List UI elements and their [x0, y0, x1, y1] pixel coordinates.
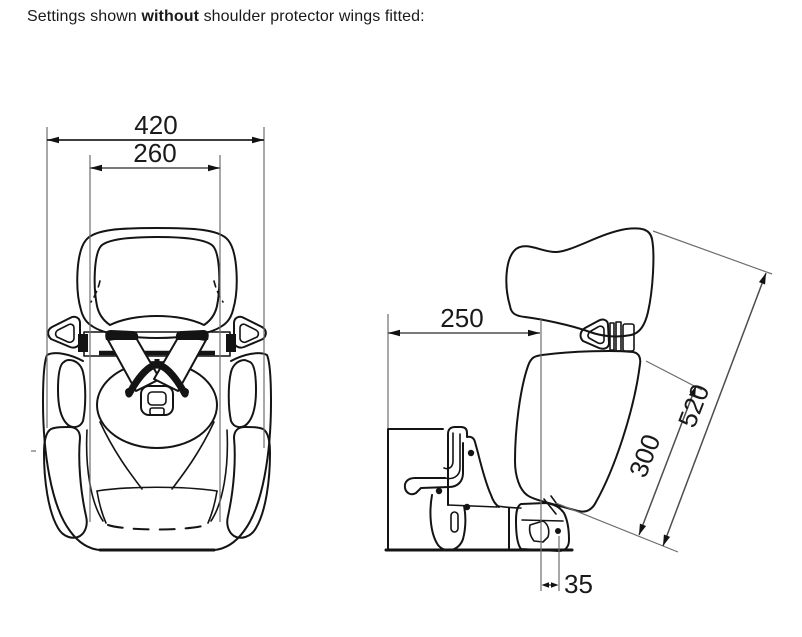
arrowhead: [252, 136, 264, 144]
side-belt-guide-inner: [587, 325, 605, 345]
side-latch-slot-outer: [444, 433, 461, 480]
arrowhead: [758, 273, 766, 285]
arrowhead: [663, 534, 671, 546]
front-headrest-cushion: [93, 236, 221, 326]
arrowhead: [688, 386, 696, 398]
front-belt-guide-left-inner: [54, 323, 75, 344]
front-band-clamp-right: [226, 334, 236, 352]
front-strap-cap-left: [105, 330, 139, 340]
front-buckle-body: [140, 385, 174, 416]
front-cushion-front-edge: [96, 486, 218, 492]
front-cushion-divider-right: [171, 421, 215, 490]
front-belt-guide-right-inner: [239, 323, 260, 344]
front-cushion-divider-left: [99, 421, 143, 490]
side-latch-slot-inner: [443, 432, 454, 470]
front-cushion-side-left: [96, 490, 107, 524]
ext-line-seat-bottom: [555, 502, 679, 553]
caption-note: Settings shown without shoulder protecto…: [27, 8, 425, 26]
front-bolster-right: [227, 359, 257, 429]
front-belt-guide-right: [233, 315, 267, 349]
dim-label-250: 250: [440, 303, 483, 333]
side-base-outline: [387, 428, 444, 550]
front-headrest-dash-right: [213, 280, 224, 303]
dim-label-420: 420: [134, 110, 177, 140]
arrowhead: [90, 164, 102, 172]
arrowhead: [47, 136, 59, 144]
side-headrest: [505, 227, 655, 338]
caption-text-bold: without: [141, 8, 200, 25]
dim-label-260: 260: [133, 138, 176, 168]
side-guide-bar-b: [615, 321, 622, 352]
side-latch-slot-oval: [450, 511, 459, 533]
side-guide-bar-a: [609, 322, 615, 351]
side-rivet-mid: [435, 487, 443, 495]
front-view: 420 260: [31, 110, 272, 552]
ext-line-backrest-top: [645, 360, 703, 391]
dim-label-300: 300: [623, 430, 667, 481]
side-latch-lower-lobe: [429, 494, 467, 552]
front-side-panel-right: [210, 429, 229, 522]
front-headrest-dash-left: [90, 280, 101, 303]
front-hidden-edge-dashed: [107, 524, 207, 531]
side-view: 250 300 520 35: [384, 227, 773, 599]
arrowhead: [639, 523, 647, 535]
front-cushion-side-right: [207, 490, 218, 524]
side-pivot-foot: [515, 502, 570, 552]
side-foot-plate: [528, 520, 550, 543]
caption-text-before: Settings shown: [27, 8, 142, 25]
arrowhead: [541, 582, 549, 588]
side-latch-bracket-floor: [447, 504, 498, 508]
dimension-side-seat-depth: 250: [387, 303, 542, 591]
front-bolster-left: [57, 359, 87, 429]
dimension-side-base-offset: 35: [541, 536, 593, 599]
side-belt-guide: [579, 318, 610, 350]
side-rivet-top: [467, 449, 475, 457]
front-band-clamp-left: [78, 334, 88, 352]
arrowhead: [388, 329, 400, 337]
front-buckle-button: [147, 391, 167, 406]
side-rivet-low: [463, 503, 471, 511]
arrowhead: [208, 164, 220, 172]
dim-line-520: [662, 272, 767, 547]
ext-line-headrest-top: [652, 230, 773, 275]
side-latch-claw: [403, 442, 464, 496]
arrowhead: [528, 329, 540, 337]
arrowhead: [551, 582, 559, 588]
side-backrest: [514, 350, 642, 513]
dim-label-35: 35: [564, 569, 593, 599]
caption-text-after: shoulder protector wings fitted:: [199, 8, 425, 25]
dimension-front-overall-width: 420: [46, 110, 265, 448]
front-buckle-slot: [149, 407, 165, 416]
dim-line-300: [638, 385, 697, 536]
front-belt-guide-left: [47, 315, 81, 349]
side-recline-strut-a: [543, 498, 557, 515]
dimension-side-heights: 300 520: [555, 230, 773, 553]
dimension-front-backrest-width: 260: [89, 138, 221, 522]
front-strap-cap-right: [175, 330, 209, 340]
side-pivot-bolt: [555, 528, 561, 534]
side-latch-bracket: [447, 426, 500, 508]
side-guide-clamp: [622, 323, 635, 352]
